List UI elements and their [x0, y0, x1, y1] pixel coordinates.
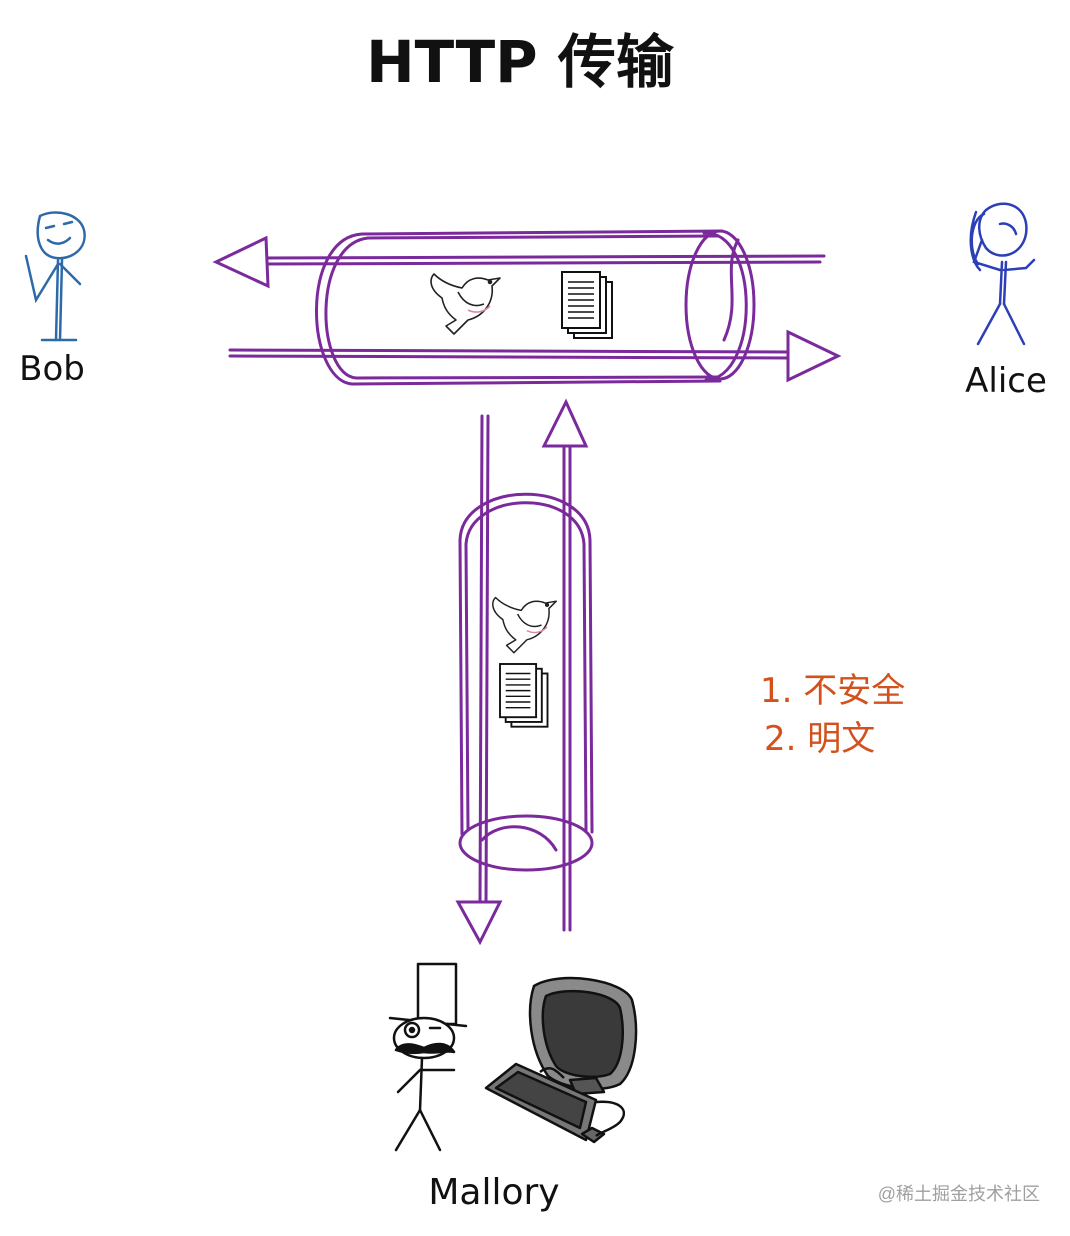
arrow-to-alice: [228, 329, 842, 383]
vertical-pipe: [458, 492, 594, 872]
dove-icon: [430, 273, 501, 335]
mallory-label: Mallory: [428, 1172, 559, 1213]
computer-icon: [484, 976, 638, 1144]
document-icon: [561, 271, 613, 339]
bob-label: Bob: [19, 349, 85, 389]
arrow-to-mallory: [455, 414, 503, 946]
alice-figure-icon: [969, 202, 1036, 346]
dove-icon-vertical: [492, 596, 557, 654]
document-icon-vertical: [499, 663, 549, 728]
mallory-figure-icon: [388, 962, 468, 1152]
note-insecure: 1. 不安全: [760, 671, 905, 711]
bob-figure-icon: [24, 211, 86, 342]
note-plaintext: 2. 明文: [764, 719, 875, 759]
watermark: @稀土掘金技术社区: [878, 1184, 1040, 1204]
arrow-from-mallory: [541, 398, 589, 932]
alice-label: Alice: [965, 361, 1047, 401]
arrow-to-bob: [212, 235, 826, 289]
horizontal-pipe: [315, 229, 756, 386]
diagram-title: HTTP 传输: [366, 28, 675, 96]
